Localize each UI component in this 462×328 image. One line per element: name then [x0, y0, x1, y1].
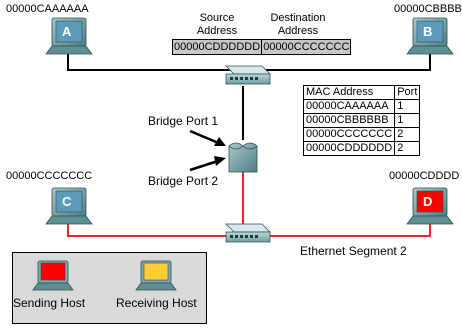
- host-b-computer: [406, 17, 454, 55]
- host-d-mac: 00000CDDDD: [389, 170, 460, 182]
- table-cell-port: 2: [394, 141, 421, 156]
- hub-segment-2: [225, 223, 271, 243]
- source-address-value: 00000CDDDDDD: [172, 39, 263, 55]
- table-row: 00000CCCCCCC 2: [302, 127, 421, 142]
- legend-sending-host: Sending Host: [13, 296, 86, 310]
- host-b-mac: 00000CBBBB: [394, 3, 462, 15]
- mac-address-table: MAC Address Port 00000CAAAAAA 1 00000CBB…: [302, 85, 421, 156]
- legend-box: Sending Host Receiving Host: [12, 252, 207, 324]
- host-b-letter: B: [423, 24, 433, 39]
- table-cell-mac: 00000CBBBBBB: [302, 113, 396, 128]
- receiving-host-icon: [135, 260, 177, 291]
- sending-host-icon: [32, 260, 74, 291]
- host-d-computer: [406, 187, 454, 225]
- table-cell-mac: 00000CCCCCCC: [302, 127, 396, 142]
- port-column-header: Port: [394, 85, 421, 100]
- legend-receiving-host: Receiving Host: [116, 296, 197, 310]
- host-a-mac: 00000CAAAAAA: [6, 3, 89, 15]
- port-arrows: [189, 129, 226, 172]
- table-row: 00000CDDDDDD 2: [302, 141, 421, 156]
- host-c-computer: [45, 187, 93, 225]
- table-cell-port: 1: [394, 113, 421, 128]
- table-cell-port: 2: [394, 127, 421, 142]
- ethernet-segment-2-label: Ethernet Segment 2: [300, 244, 407, 258]
- host-d-letter: D: [423, 194, 433, 209]
- legend-icons: [32, 260, 177, 291]
- table-row: 00000CBBBBBB 1: [302, 113, 421, 128]
- bridge-port-2-label: Bridge Port 2: [148, 174, 219, 188]
- table-cell-port: 1: [394, 99, 421, 114]
- table-row: 00000CAAAAAA 1: [302, 99, 421, 114]
- host-c-mac: 00000CCCCCCC: [6, 170, 93, 182]
- destination-address-value: 00000CCCCCCC: [262, 39, 352, 55]
- network-diagram: [45, 17, 454, 243]
- table-header-row: MAC Address Port: [302, 85, 421, 100]
- host-c-letter: C: [62, 194, 72, 209]
- hub-segment-1: [225, 65, 271, 85]
- table-cell-mac: 00000CAAAAAA: [302, 99, 396, 114]
- source-address-header: Source Address: [196, 12, 238, 37]
- frame-addresses: 00000CDDDDDD 00000CCCCCCC: [172, 39, 352, 55]
- destination-address-header: Destination Address: [270, 12, 326, 37]
- mac-column-header: MAC Address: [302, 85, 396, 100]
- host-a-computer: [45, 17, 93, 55]
- bridge-port-1-label: Bridge Port 1: [148, 114, 219, 128]
- bridge-device: [228, 142, 258, 173]
- table-cell-mac: 00000CDDDDDD: [302, 141, 396, 156]
- host-a-letter: A: [62, 24, 72, 39]
